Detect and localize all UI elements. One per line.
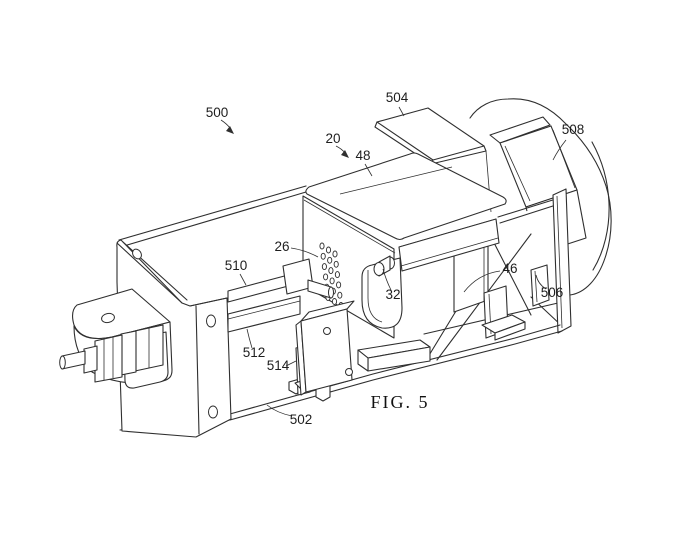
ref-32: 32 xyxy=(385,287,400,302)
ref-504: 504 xyxy=(386,90,409,105)
housing-right-end xyxy=(552,188,572,334)
outlet-port xyxy=(373,255,395,277)
switch-screw xyxy=(345,368,353,376)
ref-514: 514 xyxy=(267,358,290,373)
barrel-512 xyxy=(227,295,301,333)
box-top-face xyxy=(305,152,507,241)
ref-20: 20 xyxy=(325,131,340,146)
limit-switch xyxy=(294,300,355,396)
end-plate xyxy=(116,239,232,438)
mount-hole xyxy=(206,314,216,328)
ref-508: 508 xyxy=(562,122,585,137)
ref-46: 46 xyxy=(502,261,517,276)
inlet-fitting xyxy=(59,324,164,383)
bracket-hole xyxy=(101,312,115,324)
pump-lower-body xyxy=(357,257,431,372)
switch-body xyxy=(300,308,353,393)
mount-hole xyxy=(132,248,142,260)
arrowhead-500 xyxy=(226,126,234,134)
ref-500: 500 xyxy=(206,105,229,120)
box-front-strip xyxy=(398,218,500,272)
ref-506: 506 xyxy=(541,285,564,300)
ref-512: 512 xyxy=(243,345,266,360)
arrowhead-20 xyxy=(341,150,349,158)
syringe-assembly xyxy=(227,258,334,333)
switch-screw xyxy=(323,327,331,335)
annotations: 500 20 48 504 508 26 510 512 514 32 46 5… xyxy=(206,90,585,427)
ref-510: 510 xyxy=(225,258,248,273)
ref-26: 26 xyxy=(274,239,289,254)
plunger-rod-510 xyxy=(227,273,293,303)
ref-48: 48 xyxy=(355,148,370,163)
ref-502: 502 xyxy=(290,412,313,427)
mount-hole xyxy=(208,405,218,419)
figure-caption: FIG. 5 xyxy=(370,392,429,412)
